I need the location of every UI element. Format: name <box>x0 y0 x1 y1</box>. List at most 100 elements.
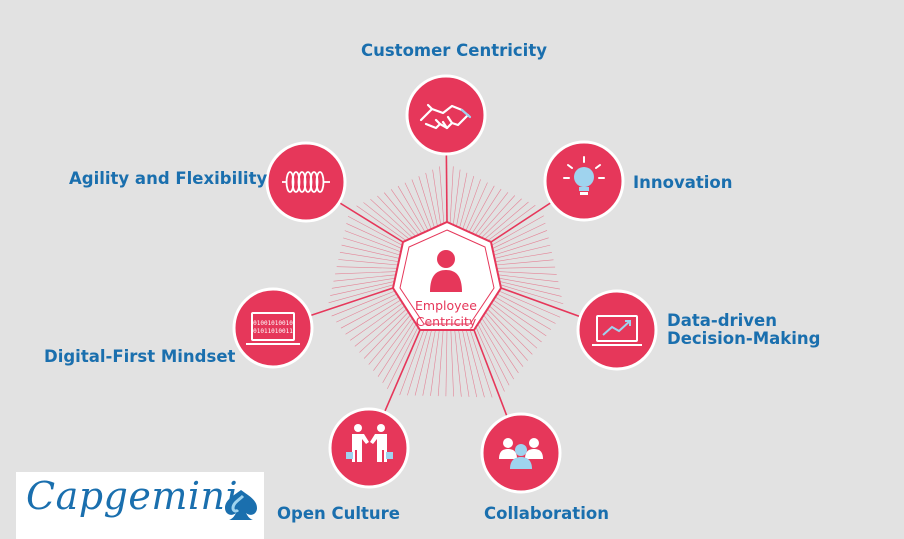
spoke-line <box>404 182 429 231</box>
laptop-binary-icon: 01001010010 01011010011 <box>246 312 300 345</box>
spoke-line <box>370 198 413 238</box>
spoke-line <box>330 281 395 296</box>
spoke-line <box>471 188 502 234</box>
spoke-line <box>356 205 407 241</box>
spoke-line <box>497 293 556 324</box>
spoke-line <box>485 311 528 361</box>
spoke-line <box>487 308 533 355</box>
spoke-line <box>387 326 419 389</box>
spoke-line <box>425 172 438 227</box>
node-customer-centricity <box>405 74 487 156</box>
spoke-line <box>456 172 468 227</box>
spoke-line <box>344 230 401 253</box>
spoke-line <box>493 230 548 253</box>
spoke-line <box>363 311 409 359</box>
spoke-line <box>479 320 515 380</box>
center-label-line1: Employee <box>415 298 477 313</box>
spoke-line <box>445 329 448 397</box>
spoke-line <box>335 271 397 275</box>
spoke-line <box>475 326 505 392</box>
label-digital-first: Digital-First Mindset <box>44 347 236 366</box>
spoke-line <box>383 192 419 236</box>
spoke-line <box>477 323 510 386</box>
center-label-line2: Centricity <box>415 314 477 329</box>
spoke-line <box>465 329 485 398</box>
spoke-line <box>341 244 400 259</box>
spoke-line <box>338 259 399 266</box>
spoke-line <box>377 195 416 237</box>
label-innovation: Innovation <box>633 173 733 192</box>
spoke-line <box>407 329 429 396</box>
spoke-line <box>368 314 411 365</box>
spoke-line <box>382 323 417 383</box>
spoke-line <box>462 179 481 230</box>
spoke-line <box>345 299 401 335</box>
spoke-line <box>373 317 413 371</box>
node-agility <box>265 141 347 223</box>
spoke-line <box>469 329 493 398</box>
node-open-culture <box>328 407 410 489</box>
label-customer-centricity: Customer Centricity <box>361 41 547 60</box>
spoke-line <box>495 259 554 266</box>
spoke-line <box>343 237 401 256</box>
spoke-line <box>390 189 423 234</box>
label-data-driven-line1: Data-driven <box>667 311 777 330</box>
spoke-line <box>481 317 519 374</box>
people-group-icon <box>499 438 543 469</box>
spoke-line <box>437 329 444 397</box>
lightbulb-icon <box>563 156 605 195</box>
spoke-line <box>346 223 402 249</box>
spoke-line <box>493 299 547 337</box>
spoke-line <box>496 266 556 269</box>
spoke-line <box>414 329 432 396</box>
spoke-line <box>475 192 509 236</box>
spoke-line <box>411 179 432 230</box>
spoke-line <box>331 277 396 289</box>
spoke-line <box>454 329 462 397</box>
spoke-line <box>418 176 435 228</box>
spoke-line <box>498 277 560 290</box>
person-icon <box>430 250 462 292</box>
spoke-line <box>494 244 551 259</box>
spoke-line <box>500 284 564 305</box>
spoke-line <box>489 305 538 349</box>
spoke-line <box>350 302 403 341</box>
label-agility: Agility and Flexibility <box>69 169 268 188</box>
spoke-line <box>363 202 410 240</box>
spoke-line <box>465 182 488 231</box>
spoke-line <box>495 252 552 263</box>
spoke-line <box>499 281 562 297</box>
spoke-line <box>432 169 442 225</box>
spoke-line <box>495 296 552 330</box>
spoke-line <box>359 308 407 353</box>
spoke-line <box>354 305 405 347</box>
logo-text: Capgemini <box>26 474 239 518</box>
spoke-line <box>328 284 394 304</box>
spoke-line <box>339 251 399 263</box>
spoke-line <box>491 215 544 246</box>
spoke-line <box>331 290 396 317</box>
node-digital-first: 01001010010 01011010011 <box>232 287 314 369</box>
spoke-line <box>377 320 415 377</box>
label-open-culture: Open Culture <box>277 504 400 523</box>
label-collaboration: Collaboration <box>484 504 609 523</box>
spoke-line <box>439 166 445 224</box>
spoke-line <box>459 176 475 228</box>
spoke-lines <box>272 114 618 454</box>
spoke-line <box>483 314 524 367</box>
spoke-line <box>452 169 461 225</box>
spoke-line <box>478 195 516 237</box>
spoke-line <box>458 329 470 397</box>
spoke-line <box>347 215 403 246</box>
capgemini-logo: Capgemini <box>16 472 264 539</box>
node-innovation <box>543 140 625 222</box>
spoke-line <box>450 329 454 397</box>
label-data-driven-line2: Decision-Making <box>667 329 821 348</box>
spoke-line <box>333 274 396 282</box>
capgemini-spade-icon <box>225 490 257 520</box>
spoke-line <box>492 222 546 249</box>
business-handshake-icon <box>346 424 393 462</box>
spoke-line <box>422 329 436 396</box>
spoke-line <box>481 198 522 238</box>
